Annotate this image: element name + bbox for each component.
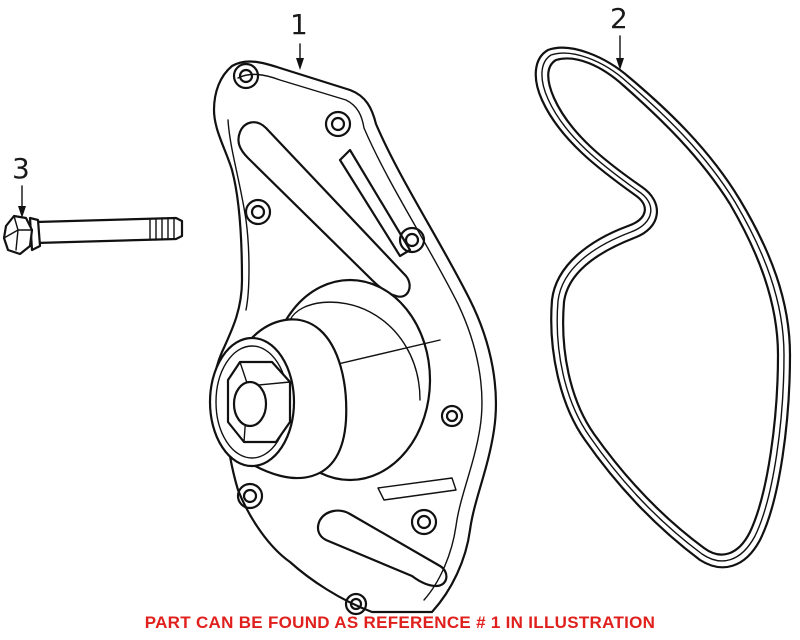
bolt-part <box>2 214 184 256</box>
callout-1: 1 <box>290 8 308 41</box>
callout-3: 3 <box>12 152 30 185</box>
water-pump-part <box>208 60 497 616</box>
callout-leaders <box>18 35 624 218</box>
reference-note: PART CAN BE FOUND AS REFERENCE # 1 IN IL… <box>144 613 656 632</box>
belt-part <box>534 46 792 569</box>
callout-2: 2 <box>610 2 628 35</box>
